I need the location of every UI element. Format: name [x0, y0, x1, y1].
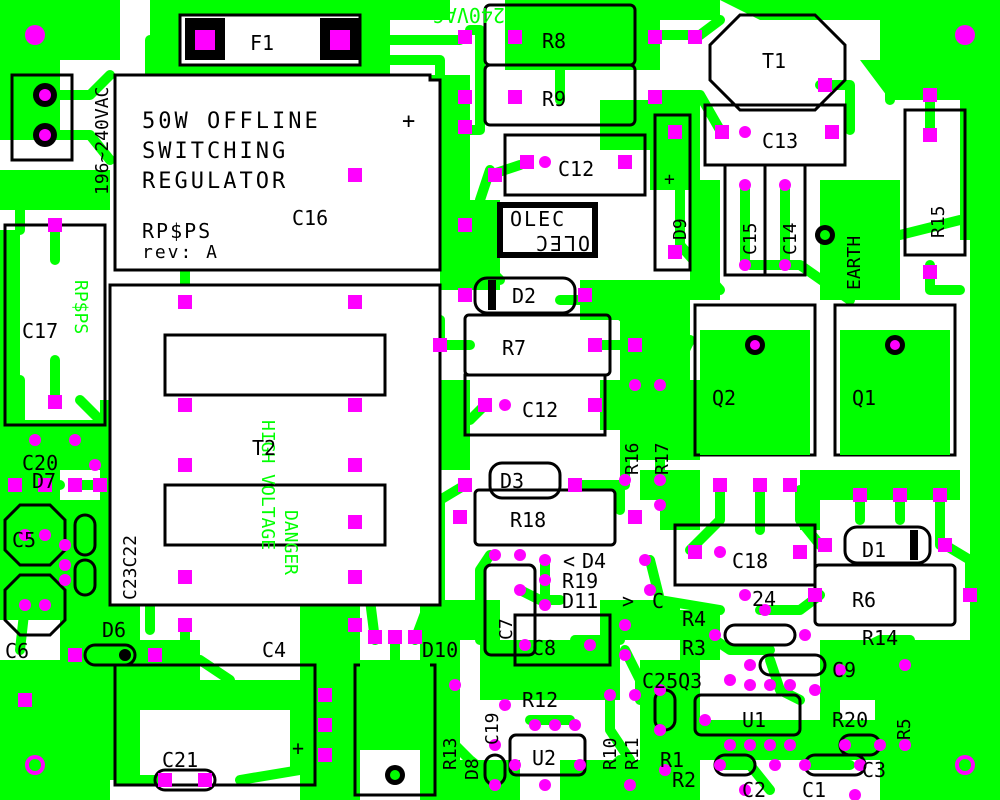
ref-T1: T1 [762, 49, 786, 73]
ref-R2: R2 [672, 768, 696, 792]
ref-T2: T2 [252, 436, 276, 460]
ref-C20: C20 [22, 451, 58, 475]
ref-R20: R20 [832, 708, 868, 732]
c21-plus: + [292, 736, 304, 760]
ref-U2: U2 [532, 746, 556, 770]
ref-C25Q3: C25Q3 [642, 669, 702, 693]
ref-C18: C18 [732, 549, 768, 573]
ref-F1: F1 [250, 31, 274, 55]
ref-R7: R7 [502, 336, 526, 360]
ref-C4: C4 [262, 638, 286, 662]
ref-C9: C9 [832, 658, 856, 682]
ref-R9: R9 [542, 87, 566, 111]
ref-R16: R16 [622, 442, 643, 475]
title-line-2: SWITCHING [142, 139, 288, 164]
title-line-3: REGULATOR [142, 169, 288, 194]
ref-D1: D1 [862, 538, 886, 562]
ref-C14: C14 [780, 222, 801, 255]
ref-R12: R12 [522, 688, 558, 712]
ref-U1: U1 [742, 708, 766, 732]
ref-Q1: Q1 [852, 386, 876, 410]
ref-D6: D6 [102, 618, 126, 642]
project-name: RP$PS [142, 219, 212, 243]
ref-C6: C6 [5, 639, 29, 663]
ref-R13: R13 [440, 737, 461, 770]
ref-C23C22: C23C22 [120, 535, 141, 600]
ref-C1: C1 [802, 778, 826, 800]
ref-C2: C2 [742, 778, 766, 800]
hv-label-1: HIGH VOLTAGE [257, 420, 278, 550]
ref-C19: C19 [482, 712, 503, 745]
ref-R8: R8 [542, 29, 566, 53]
ref-D3: D3 [500, 469, 524, 493]
ref-C12-lower: C12 [522, 398, 558, 422]
ref-C: C [652, 589, 664, 613]
ref-D10: D10 [422, 638, 458, 662]
title-line-1: 50W OFFLINE [142, 109, 321, 134]
ref-R17: R17 [652, 442, 673, 475]
ref-D2: D2 [512, 284, 536, 308]
ref-C7: C7 [496, 618, 517, 640]
ref-R14: R14 [862, 626, 898, 650]
ref-R6: R6 [852, 588, 876, 612]
ref-R18: R18 [510, 508, 546, 532]
plus-mark: + [402, 109, 415, 134]
ref-R3: R3 [682, 636, 706, 660]
ref-R19: R19 [562, 569, 598, 593]
d4-arrow: < [563, 549, 575, 573]
ref-D8: D8 [462, 758, 483, 780]
ref-C5: C5 [12, 528, 36, 552]
ref-C15: C15 [740, 222, 761, 255]
ref-R5: R5 [894, 718, 915, 740]
ref-D11: D11 [562, 589, 598, 613]
ref-D4: D4 [582, 549, 606, 573]
ref-D7: D7 [32, 469, 56, 493]
ref-C16: C16 [292, 206, 328, 230]
labels-layer: 50W OFFLINE + SWITCHING REGULATOR RP$PS … [5, 3, 949, 800]
d11-arrow: > [622, 589, 634, 613]
ref-C17: C17 [22, 319, 58, 343]
ref-C13: C13 [762, 129, 798, 153]
ref-D9: D9 [670, 218, 691, 240]
pads-layer [8, 30, 977, 800]
ref-C12: C12 [558, 157, 594, 181]
earth-label: EARTH [844, 236, 865, 290]
mirror-left-text: RP$PS [70, 280, 91, 334]
ref-R11: R11 [622, 737, 643, 770]
input-voltage-label: 196~240VAC [92, 87, 113, 195]
revision: rev: A [142, 242, 219, 263]
d9-plus: + [664, 169, 675, 190]
olec-label-mirrored: OLEC [534, 231, 590, 255]
ref-24: 24 [752, 587, 776, 611]
olec-label: OLEC [510, 207, 566, 231]
ref-Q2: Q2 [712, 386, 736, 410]
hv-label-2: DANGER [280, 510, 301, 575]
ref-R4: R4 [682, 607, 706, 631]
ref-R1: R1 [660, 748, 684, 772]
ref-C3: C3 [862, 758, 886, 782]
ref-R15: R15 [928, 205, 949, 238]
ref-C8: C8 [532, 636, 556, 660]
mirror-top-text: 240VAC [433, 3, 505, 27]
ref-R10: R10 [600, 737, 621, 770]
ref-C21: C21 [162, 748, 198, 772]
